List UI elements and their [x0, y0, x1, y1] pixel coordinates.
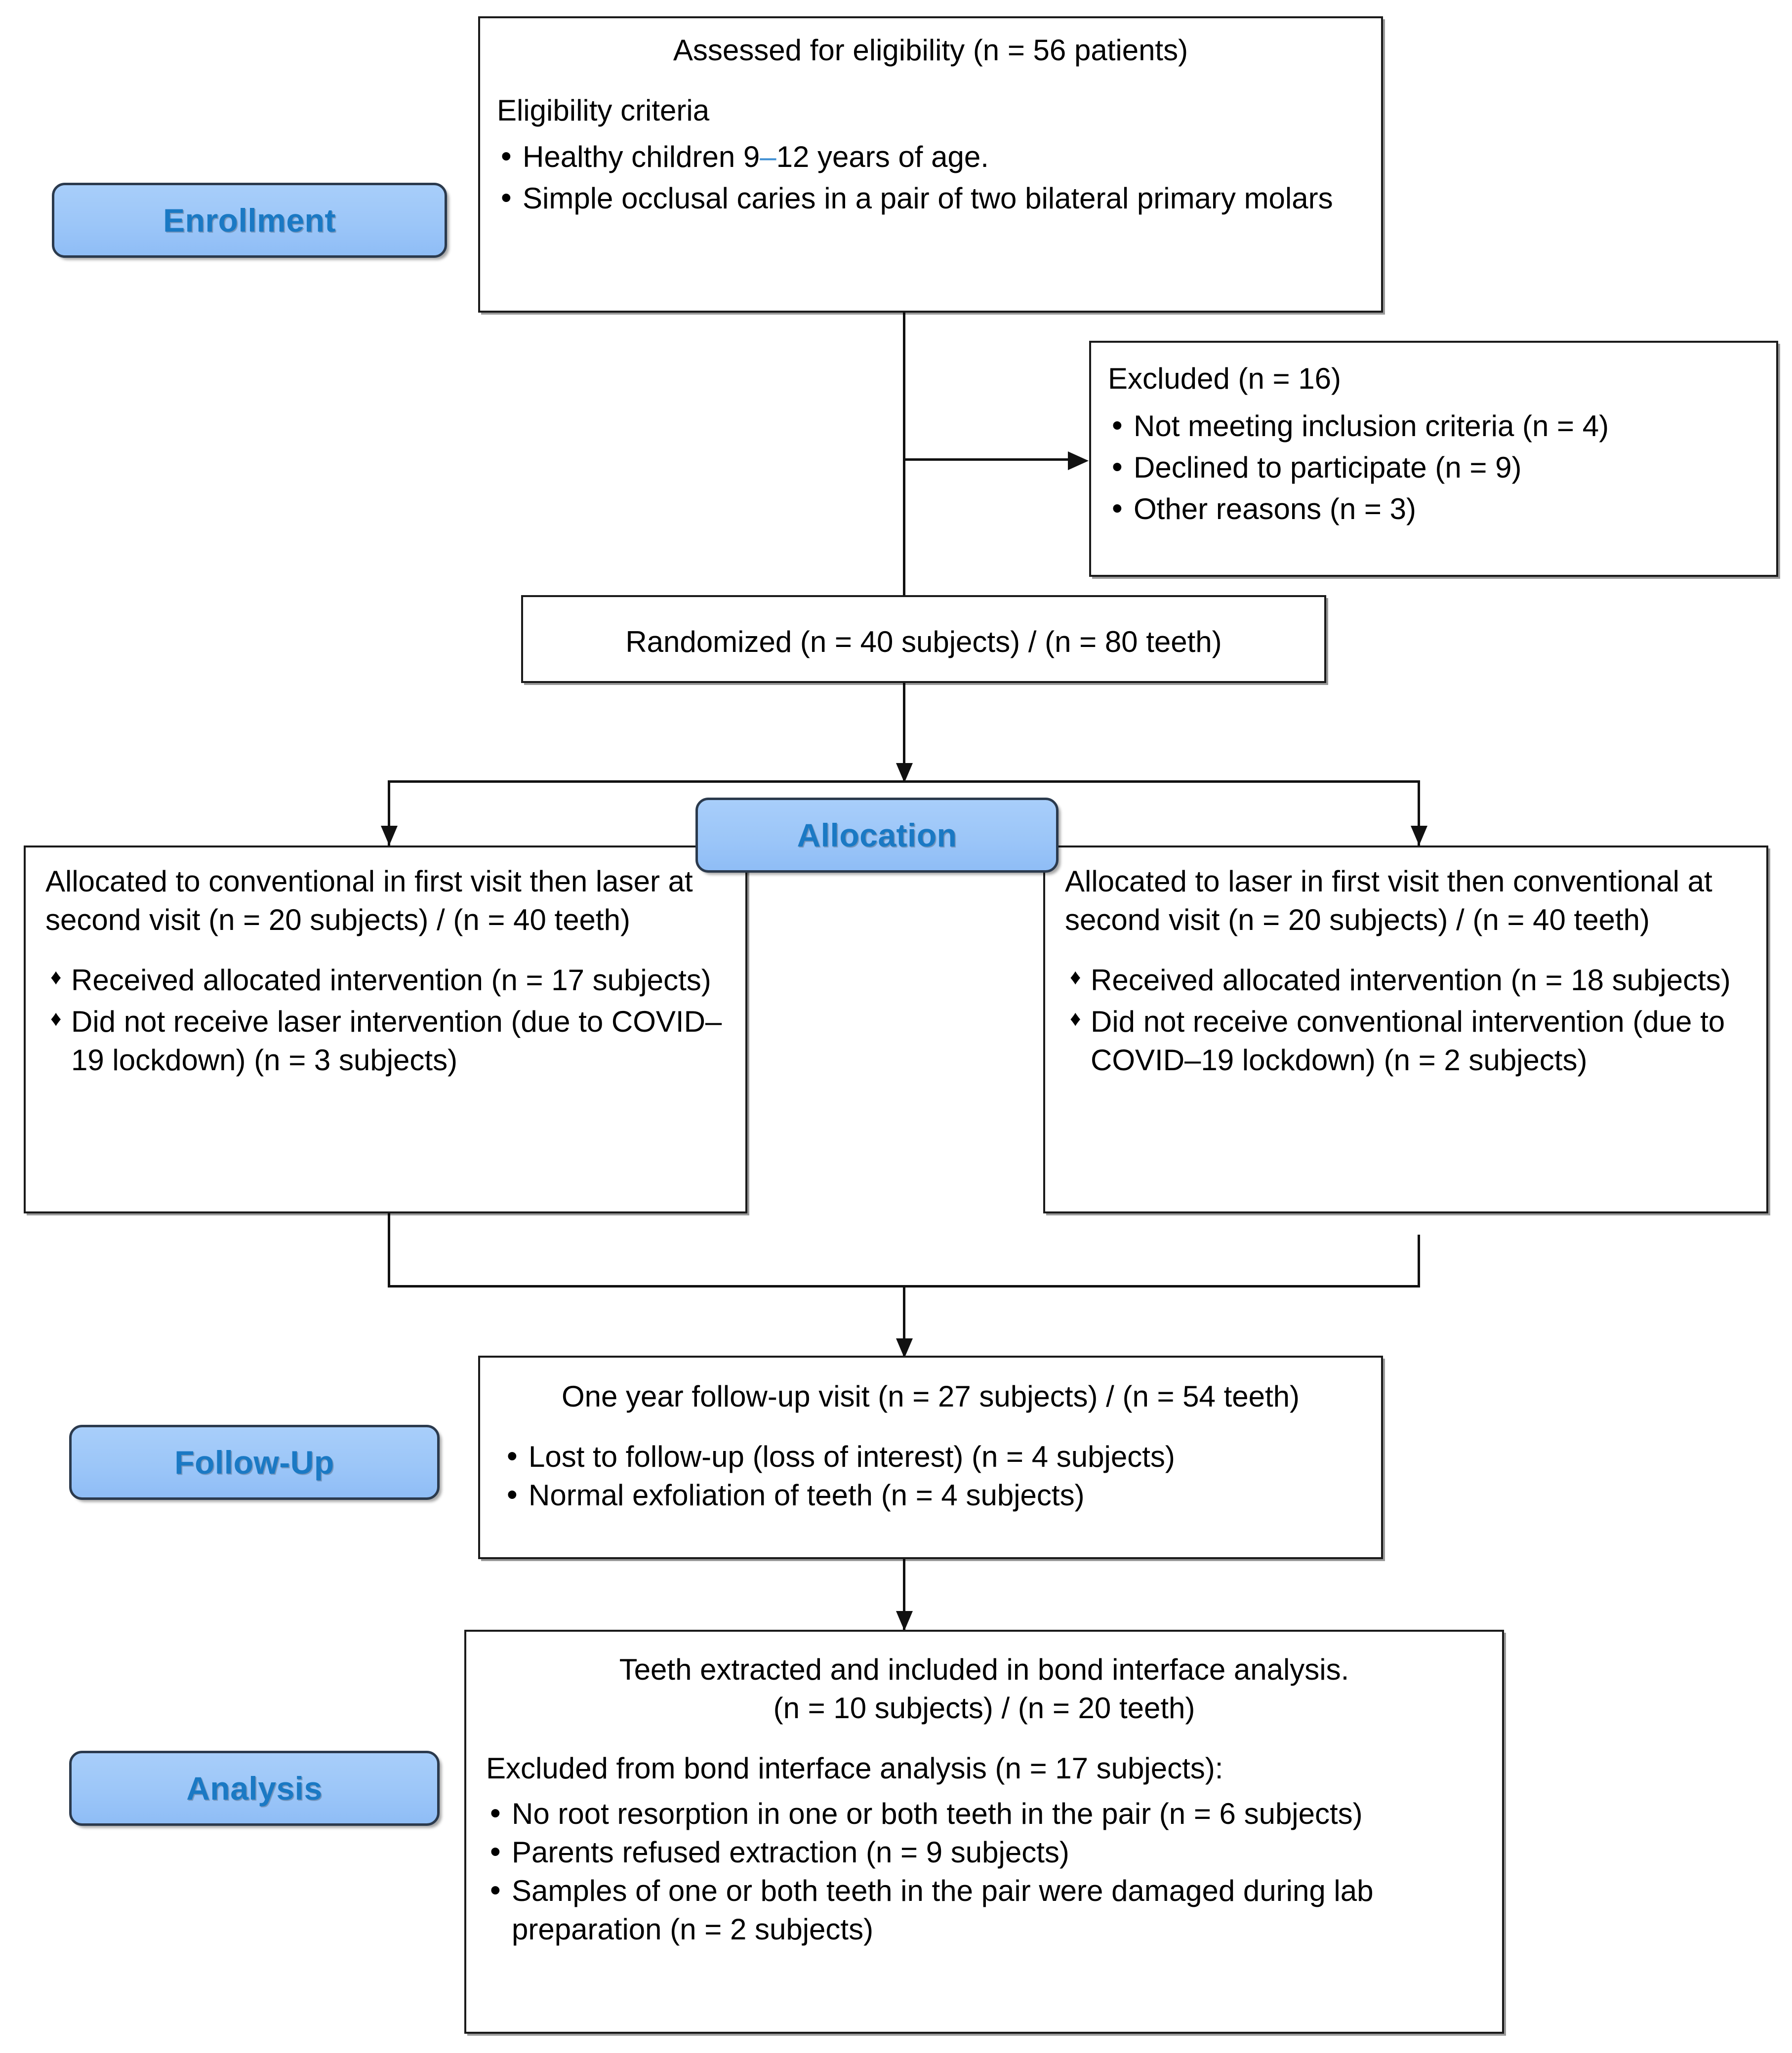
stage-label-analysis-text: Analysis [186, 1770, 323, 1807]
list-item: Samples of one or both teeth in the pair… [486, 1871, 1482, 1949]
arrowhead-to-excluded [1068, 451, 1089, 470]
list-item: Did not receive laser intervention (due … [45, 1003, 726, 1080]
excluded-box: Excluded (n = 16) Not meeting inclusion … [1089, 341, 1778, 577]
stage-label-enrollment-text: Enrollment [163, 202, 336, 239]
eligibility-heading: Assessed for eligibility (n = 56 patient… [673, 34, 1188, 67]
allocation-left-items: Received allocated intervention (n = 17 … [45, 961, 726, 1080]
eligibility-box: Assessed for eligibility (n = 56 patient… [478, 16, 1383, 313]
allocation-right-items: Received allocated intervention (n = 18 … [1065, 961, 1747, 1080]
connector-split-right [1418, 780, 1420, 847]
arrowhead-to-analysis [896, 1611, 913, 1631]
stage-label-allocation-text: Allocation [797, 817, 957, 853]
spacer [503, 1416, 1358, 1438]
connector-merge-left-stem [388, 1212, 390, 1287]
excluded-heading: Excluded (n = 16) [1108, 362, 1341, 395]
list-item: Not meeting inclusion criteria (n = 4) [1108, 406, 1759, 446]
connector-randomized-down [903, 683, 905, 781]
arrowhead-randomized-down [896, 763, 913, 783]
spacer [497, 70, 1364, 91]
list-item: Received allocated intervention (n = 17 … [45, 961, 726, 1000]
connector-split-left [388, 780, 390, 847]
list-item: Received allocated intervention (n = 18 … [1065, 961, 1747, 1000]
list-item: Did not receive conventional interventio… [1065, 1003, 1747, 1080]
randomized-box: Randomized (n = 40 subjects) / (n = 80 t… [521, 595, 1326, 683]
stage-label-allocation: Allocation [695, 798, 1059, 873]
list-item: Lost to follow-up (loss of interest) (n … [503, 1437, 1358, 1477]
list-item: Other reasons (n = 3) [1108, 489, 1759, 529]
analysis-heading-line2: (n = 10 subjects) / (n = 20 teeth) [773, 1691, 1195, 1725]
spacer [45, 939, 726, 961]
stage-label-enrollment: Enrollment [52, 183, 447, 258]
eligibility-criteria-label: Eligibility criteria [497, 94, 710, 127]
stage-label-analysis: Analysis [69, 1751, 440, 1826]
analysis-excluded-label: Excluded from bond interface analysis (n… [486, 1752, 1223, 1785]
list-item: Declined to participate (n = 9) [1108, 447, 1759, 487]
connector-merge-to-followup [903, 1285, 905, 1357]
list-item: No root resorption in one or both teeth … [486, 1794, 1482, 1834]
stage-label-followup-text: Follow-Up [174, 1444, 334, 1481]
excluded-reasons-list: Not meeting inclusion criteria (n = 4) D… [1108, 406, 1759, 529]
connector-to-excluded [903, 458, 1071, 461]
followup-items: Lost to follow-up (loss of interest) (n … [503, 1437, 1358, 1515]
arrowhead-to-followup [896, 1338, 913, 1358]
list-item: Normal exfoliation of teeth (n = 4 subje… [503, 1475, 1358, 1515]
eligibility-criteria-list: Healthy children 9–12 years of age. Simp… [497, 137, 1364, 218]
followup-heading: One year follow-up visit (n = 27 subject… [561, 1380, 1300, 1413]
analysis-heading-line1: Teeth extracted and included in bond int… [619, 1653, 1349, 1686]
spacer [1065, 939, 1747, 961]
randomized-heading: Randomized (n = 40 subjects) / (n = 80 t… [625, 625, 1222, 658]
analysis-excluded-items: No root resorption in one or both teeth … [486, 1794, 1482, 1949]
allocation-left-box: Allocated to conventional in first visit… [24, 845, 747, 1213]
stage-label-followup: Follow-Up [69, 1425, 440, 1500]
connector-eligibility-to-randomized [903, 311, 905, 597]
arrowhead-split-left [381, 826, 398, 845]
analysis-box: Teeth extracted and included in bond int… [464, 1630, 1504, 2034]
spacer [486, 1728, 1482, 1749]
followup-box: One year follow-up visit (n = 27 subject… [478, 1356, 1383, 1559]
list-item: Simple occlusal caries in a pair of two … [497, 178, 1364, 218]
connector-merge-right-stem [1418, 1235, 1420, 1287]
connector-followup-to-analysis [903, 1558, 905, 1630]
list-item: Healthy children 9–12 years of age. [497, 137, 1364, 177]
list-item: Parents refused extraction (n = 9 subjec… [486, 1832, 1482, 1872]
allocation-right-box: Allocated to laser in first visit then c… [1043, 845, 1768, 1213]
arrowhead-split-right [1411, 826, 1427, 845]
allocation-right-heading: Allocated to laser in first visit then c… [1065, 865, 1712, 936]
allocation-left-heading: Allocated to conventional in first visit… [45, 865, 693, 936]
